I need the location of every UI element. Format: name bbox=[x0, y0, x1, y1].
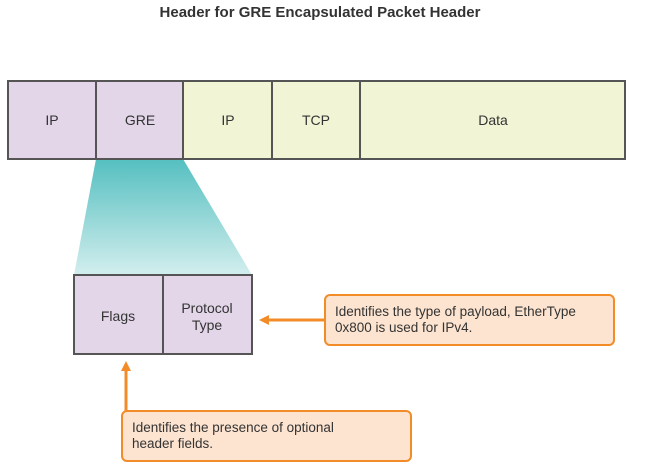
field-label-protocol-line1: Protocol bbox=[181, 300, 232, 316]
callout-protocol-type-line2: 0x800 is used for IPv4. bbox=[335, 320, 473, 335]
segment-label-ip-inner: IP bbox=[221, 112, 234, 128]
segment-label-ip-outer: IP bbox=[45, 112, 58, 128]
diagram-title: Header for GRE Encapsulated Packet Heade… bbox=[159, 4, 481, 21]
field-label-flags: Flags bbox=[101, 308, 135, 324]
callout-flags-line2: header fields. bbox=[132, 436, 214, 451]
callout-protocol-type-line1: Identifies the type of payload, EtherTyp… bbox=[335, 304, 576, 319]
callout-flags-line1: Identifies the presence of optional bbox=[132, 420, 334, 435]
segment-gre bbox=[95, 80, 184, 160]
field-protocol-type bbox=[162, 274, 253, 355]
zoom-wedge bbox=[74, 159, 252, 275]
callout-flags: Identifies the presence of optional head… bbox=[121, 410, 412, 462]
segment-label-gre: GRE bbox=[125, 112, 155, 128]
packet-bar: IP GRE IP TCP Data bbox=[7, 80, 626, 160]
gre-header-detail: Flags Protocol Type bbox=[73, 274, 253, 355]
segment-label-data: Data bbox=[478, 112, 508, 128]
field-flags bbox=[73, 274, 164, 355]
field-label-protocol-line2: Type bbox=[192, 317, 223, 333]
segment-label-tcp: TCP bbox=[302, 112, 330, 128]
segment-data bbox=[359, 80, 626, 160]
callout-protocol-type: Identifies the type of payload, EtherTyp… bbox=[324, 294, 615, 346]
